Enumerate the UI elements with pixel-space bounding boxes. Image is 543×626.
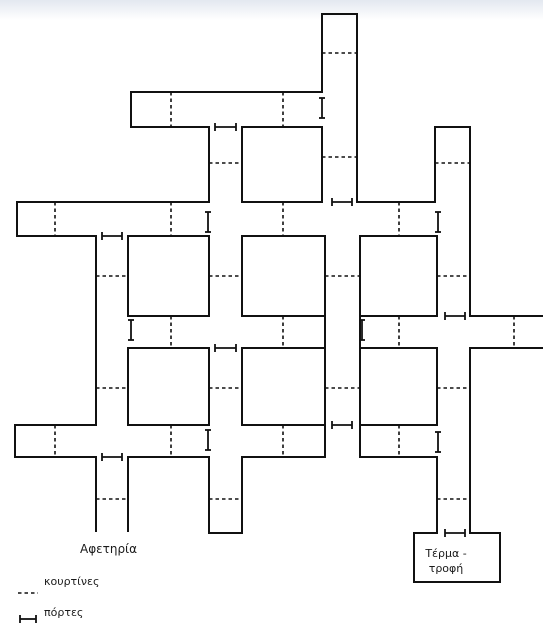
door-marker <box>214 123 237 131</box>
door-marker <box>444 529 466 537</box>
finish-label: Τέρμα - τροφή <box>425 547 467 575</box>
maze-wall-5 <box>127 235 326 534</box>
gate-marker <box>435 211 441 233</box>
door-marker <box>331 198 353 206</box>
gate-marker <box>319 97 325 119</box>
door-marker <box>444 312 466 320</box>
maze-wall-9 <box>241 126 323 203</box>
maze-wall-8 <box>127 235 210 317</box>
start-label: Αφετηρία <box>80 542 138 556</box>
gate-marker <box>435 431 441 453</box>
gate-marker <box>205 429 211 451</box>
maze-wall-1 <box>321 13 543 317</box>
door-marker <box>214 344 237 352</box>
maze-wall-7 <box>127 347 210 426</box>
door-marker <box>331 421 353 429</box>
gate-marker <box>205 211 211 233</box>
legend-door-symbol <box>19 615 37 623</box>
door-marker <box>101 232 123 240</box>
top-strip <box>0 0 543 20</box>
gate-marker <box>128 319 134 341</box>
legend-curtains-label: κουρτίνες <box>44 575 100 588</box>
legend-doors-label: πόρτες <box>44 606 84 619</box>
gate-marker <box>359 319 365 341</box>
maze-wall-4 <box>14 13 323 532</box>
maze-wall-2 <box>359 235 543 583</box>
door-marker <box>101 453 123 461</box>
